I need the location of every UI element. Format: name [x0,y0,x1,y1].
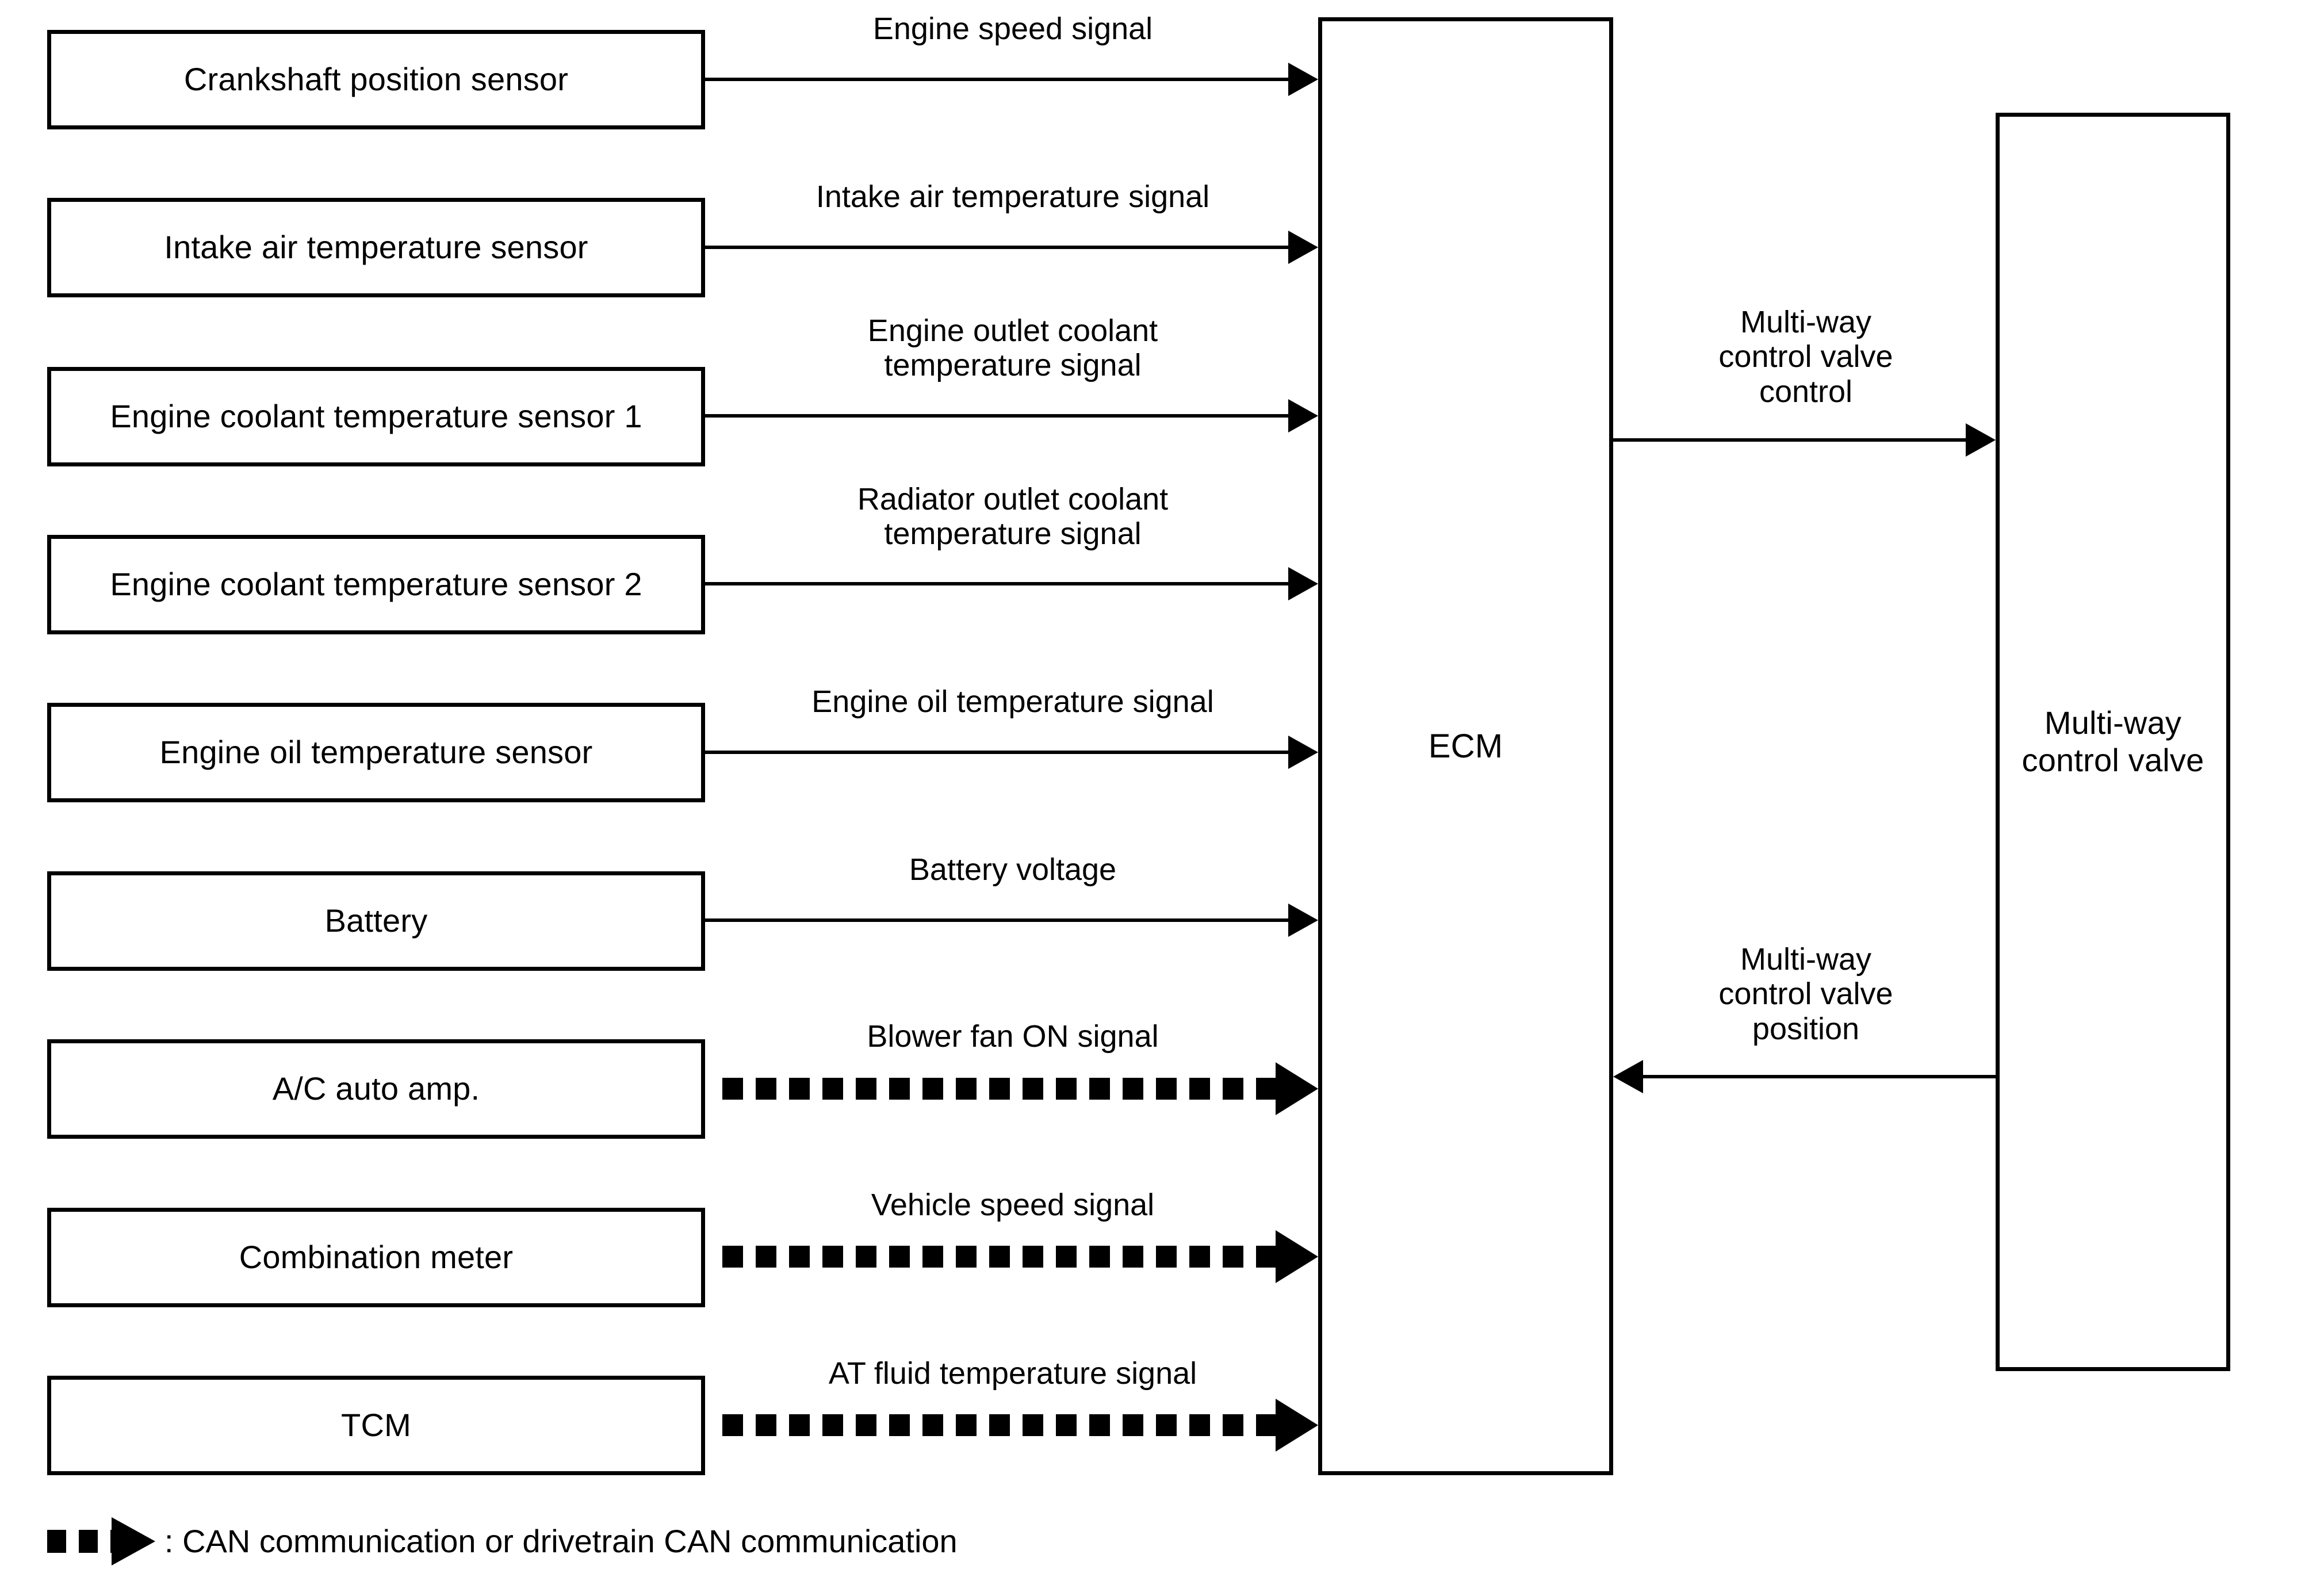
source-box-label: Intake air temperature sensor [164,229,588,266]
can-dashed-band-icon [722,1246,1276,1268]
signal-label-radiator-outlet-coolant-temperature-signal: Radiator outlet coolant temperature sign… [857,482,1169,552]
legend-band [47,1530,116,1553]
source-box-engine-coolant-temperature-sensor-1[interactable]: Engine coolant temperature sensor 1 [47,367,705,466]
source-box-label: TCM [341,1407,411,1444]
source-box-label: Battery [324,902,428,939]
signal-label-engine-outlet-coolant-temperature-signal: Engine outlet coolant temperature signal [867,313,1158,383]
can-dashed-band-icon [722,1078,1276,1100]
connector-shaft [705,751,1288,754]
multi-way-control-valve-label: Multi-way control valve [2021,705,2204,778]
signal-label-at-fluid-temperature-signal: AT fluid temperature signal [828,1356,1197,1391]
source-box-crankshaft-position-sensor[interactable]: Crankshaft position sensor [47,30,705,129]
source-box-intake-air-temperature-sensor[interactable]: Intake air temperature sensor [47,198,705,297]
arrowhead-right-icon [1276,1399,1318,1452]
arrowhead-right-icon [1276,1062,1318,1115]
connector-shaft [705,246,1288,249]
signal-label-blower-fan-on-signal: Blower fan ON signal [867,1019,1159,1054]
signal-label-battery-voltage: Battery voltage [909,852,1117,887]
connector-shaft [705,414,1288,418]
arrowhead-right-icon [1288,231,1318,264]
arrowhead-right-icon [1288,904,1318,937]
connector-shaft [705,78,1288,81]
signal-label-engine-speed-signal: Engine speed signal [872,12,1153,46]
multi-way-control-valve-box[interactable]: Multi-way control valve [1996,113,2230,1371]
ecm-label: ECM [1428,727,1503,765]
source-box-label: Engine coolant temperature sensor 1 [110,398,642,435]
source-box-label: Crankshaft position sensor [183,61,569,98]
source-box-label: Engine coolant temperature sensor 2 [110,566,642,603]
arrowhead-left-icon [1613,1060,1643,1093]
signal-label-engine-oil-temperature-signal: Engine oil temperature signal [811,684,1214,719]
connector-shaft [705,918,1288,922]
source-box-label: Combination meter [239,1239,514,1276]
source-box-engine-oil-temperature-sensor[interactable]: Engine oil temperature sensor [47,703,705,802]
source-box-engine-coolant-temperature-sensor-2[interactable]: Engine coolant temperature sensor 2 [47,535,705,634]
source-box-battery[interactable]: Battery [47,871,705,971]
legend-text: : CAN communication or drivetrain CAN co… [164,1523,958,1559]
connector-shaft [1613,438,1966,442]
source-box-label: Engine oil temperature sensor [159,734,593,771]
signal-label-multi-way-control-valve-control: Multi-way control valve control [1718,305,1893,409]
connector-shaft [1643,1075,1996,1078]
arrowhead-right-icon [1966,423,1996,457]
arrowhead-right-icon [1288,736,1318,769]
source-box-combination-meter[interactable]: Combination meter [47,1208,705,1307]
can-dashed-band-icon [722,1414,1276,1436]
arrowhead-right-icon [1288,63,1318,96]
ecm-box[interactable]: ECM [1318,17,1613,1475]
legend: : CAN communication or drivetrain CAN co… [47,1517,958,1565]
arrowhead-right-icon [1276,1230,1318,1283]
can-dashed-arrow-icon [47,1517,156,1565]
signal-label-intake-air-temperature-signal: Intake air temperature signal [815,179,1210,214]
signal-label-vehicle-speed-signal: Vehicle speed signal [871,1188,1155,1222]
connector-shaft [705,582,1288,585]
arrowhead-right-icon [1288,399,1318,432]
arrowhead-right-icon [1288,567,1318,600]
signal-label-multi-way-control-valve-position: Multi-way control valve position [1718,942,1893,1046]
arrowhead-right-icon [112,1517,155,1565]
source-box-ac-auto-amp[interactable]: A/C auto amp. [47,1039,705,1139]
source-box-label: A/C auto amp. [272,1070,480,1107]
source-box-tcm[interactable]: TCM [47,1376,705,1475]
